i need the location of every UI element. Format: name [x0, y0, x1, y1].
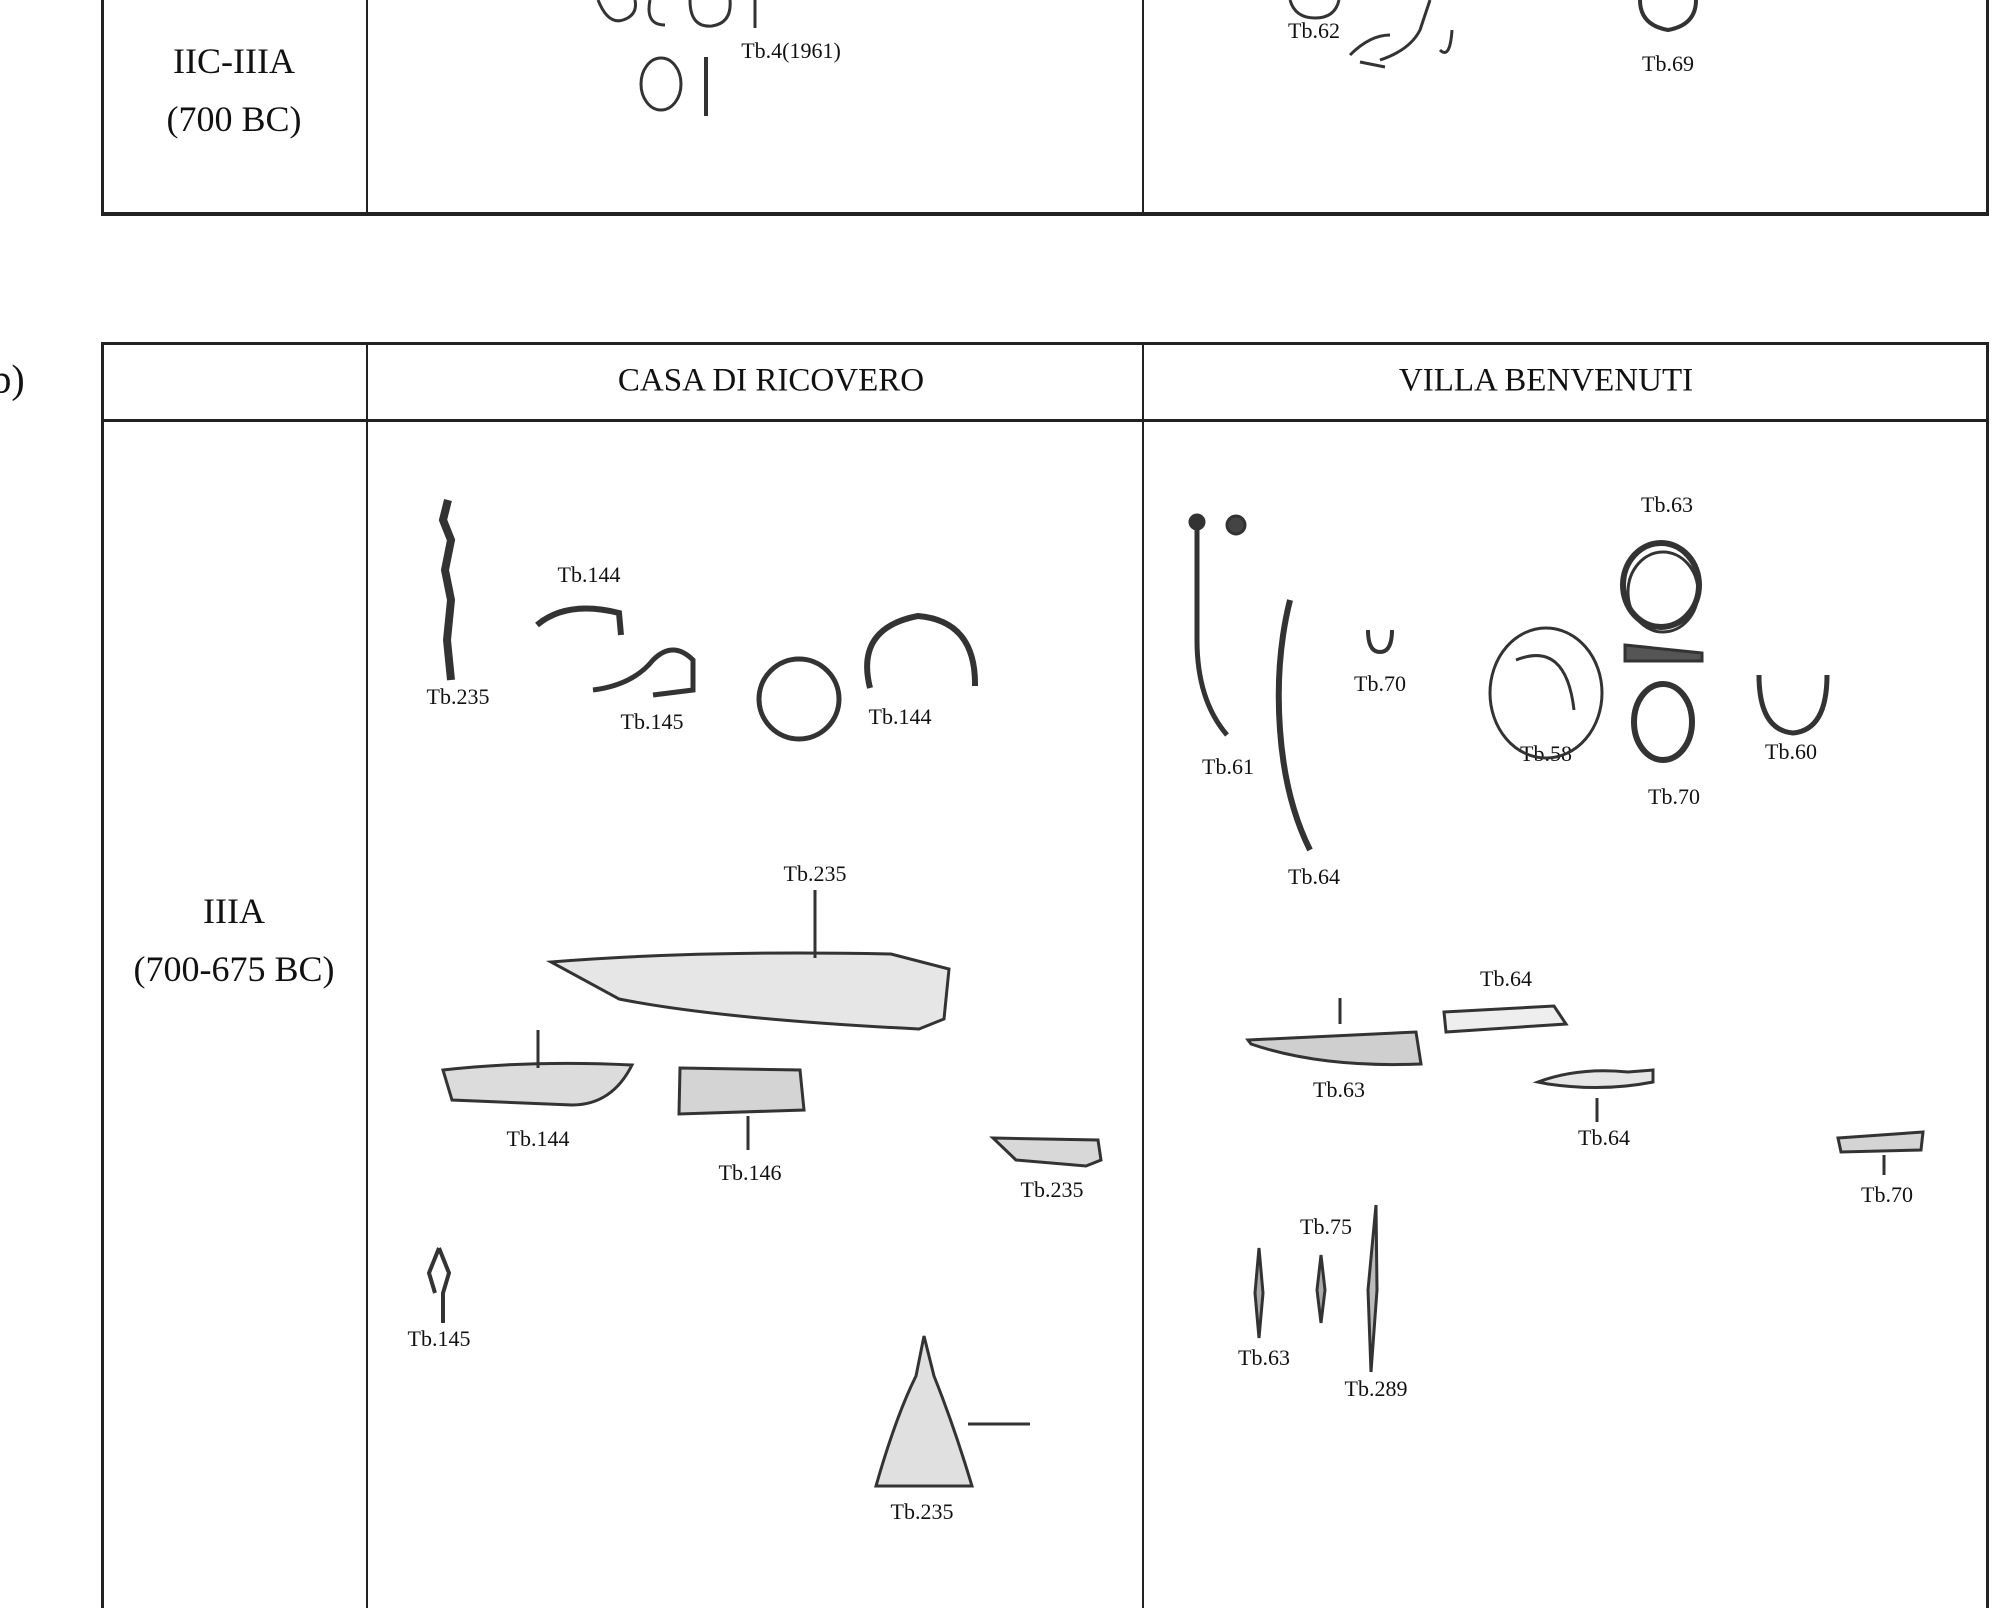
tomb-label: Tb.144: [506, 1126, 570, 1151]
tomb-label: Tb.145: [620, 709, 684, 734]
tomb-label: Tb.145: [407, 1326, 471, 1351]
tomb-label: Tb.64: [1578, 1125, 1630, 1150]
tomb-label: Tb.63: [1313, 1077, 1365, 1102]
tomb-label: Tb.63: [1238, 1345, 1290, 1370]
site-header-casa-di-ricovero: CASA DI RICOVERO: [617, 362, 925, 399]
period-date: (700 BC): [166, 99, 302, 139]
period-name: IIC-IIIA: [173, 41, 295, 81]
site-header-villa-benvenuti: VILLA BENVENUTI: [1398, 362, 1694, 399]
table-border-top: [101, 342, 1989, 345]
table-divider: [366, 342, 368, 1608]
tomb-label: Tb.235: [890, 1499, 954, 1524]
tomb-label: Tb.4(1961): [741, 38, 841, 63]
casa-artifacts: [426, 499, 1103, 1488]
table-divider: [1142, 0, 1144, 216]
tomb-label: Tb.235: [1020, 1177, 1084, 1202]
villa-artifacts: [1188, 513, 1925, 1373]
tomb-label: Tb.146: [718, 1160, 782, 1185]
tomb-label: Tb.70: [1354, 671, 1406, 696]
table-border-right: [1986, 342, 1989, 1608]
period-date: (700-675 BC): [133, 949, 335, 989]
header-divider: [101, 419, 1989, 422]
tomb-label: Tb.235: [783, 861, 847, 886]
tomb-label: Tb.235: [426, 684, 490, 709]
tomb-label: Tb.64: [1288, 864, 1340, 889]
tomb-label: Tb.144: [868, 704, 932, 729]
table-divider: [1142, 342, 1144, 1608]
tomb-label: Tb.64: [1480, 966, 1532, 991]
table-divider: [366, 0, 368, 216]
ring-artifacts-top: [596, 0, 1698, 116]
table-border-left: [101, 342, 104, 1608]
table-border-bottom: [101, 212, 1989, 216]
tomb-label: Tb.75: [1300, 1214, 1352, 1239]
tomb-label: Tb.62: [1288, 18, 1340, 43]
tomb-label: Tb.60: [1765, 739, 1817, 764]
tomb-label: Tb.70: [1648, 784, 1700, 809]
period-label: IIC-IIIA (700 BC): [167, 32, 302, 148]
tomb-label: Tb.63: [1641, 492, 1693, 517]
period-name: IIIA: [203, 891, 265, 931]
period-label: IIIA (700-675 BC): [134, 882, 335, 998]
tomb-label: Tb.69: [1642, 51, 1694, 76]
tomb-label: Tb.144: [557, 562, 621, 587]
tomb-label: Tb.289: [1344, 1376, 1408, 1401]
table-border-right: [1986, 0, 1989, 216]
tomb-label: Tb.61: [1202, 754, 1254, 779]
tomb-label: Tb.70: [1861, 1182, 1913, 1207]
panel-label: b): [0, 356, 25, 402]
table-border-left: [101, 0, 104, 216]
